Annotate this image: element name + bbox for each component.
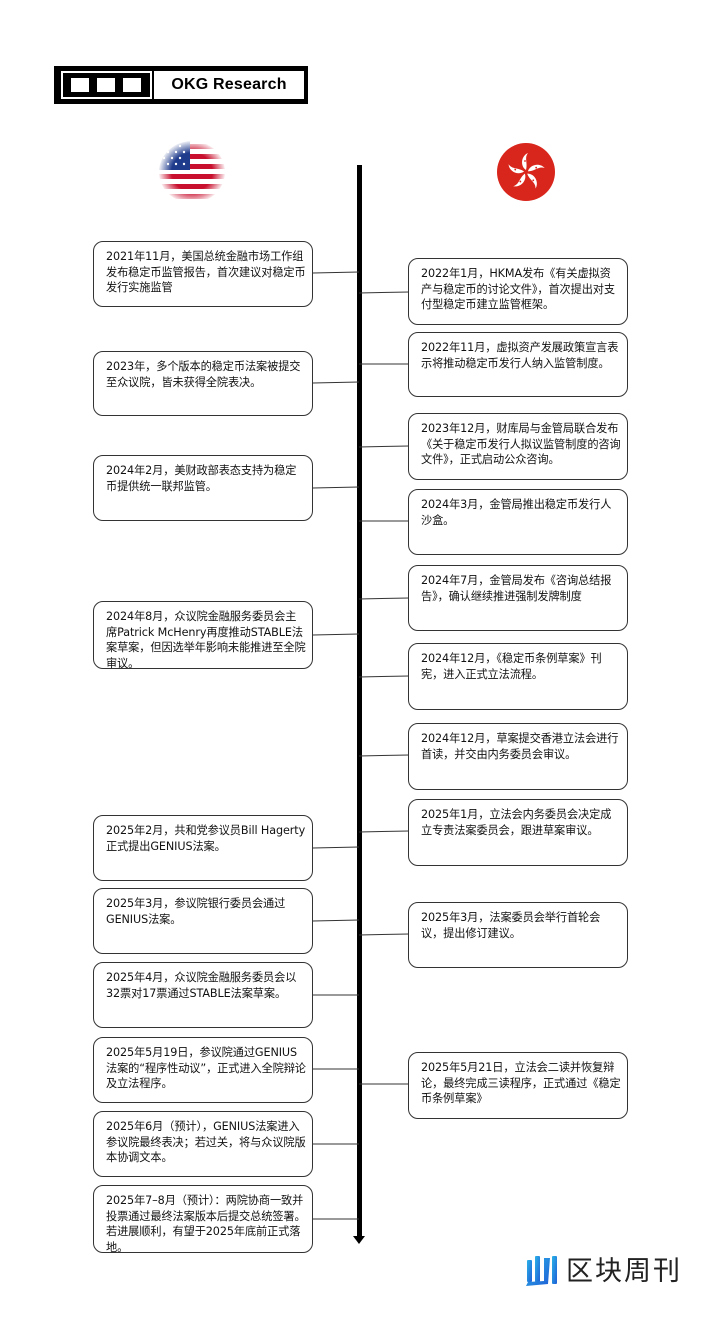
event-text: 2025年1月，立法会内务委员会决定成立专责法案委员会，跟进草案审议。 bbox=[421, 808, 612, 837]
event-text: 2025年7–8月（预计）：两院协商一致并投票通过最终法案版本后提交总统签署。若… bbox=[106, 1194, 306, 1253]
us-event-card: 2024年2月，美财政部表态支持为稳定币提供统一联邦监管。 bbox=[93, 455, 313, 521]
us-event-card: 2021年11月，美国总统金融市场工作组发布稳定币监管报告，首次建议对稳定币发行… bbox=[93, 241, 313, 307]
okg-mark-icon bbox=[61, 71, 152, 99]
event-text: 2023年12月，财库局与金管局联合发布《关于稳定币发行人拟议监管制度的咨询文件… bbox=[421, 422, 621, 466]
hk-event-card: 2025年1月，立法会内务委员会决定成立专责法案委员会，跟进草案审议。 bbox=[408, 799, 628, 866]
event-text: 2024年3月，金管局推出稳定币发行人沙盒。 bbox=[421, 498, 612, 527]
us-flag-icon bbox=[158, 140, 226, 204]
hk-event-card: 2023年12月，财库局与金管局联合发布《关于稳定币发行人拟议监管制度的咨询文件… bbox=[408, 413, 628, 480]
event-text: 2022年1月，HKMA发布《有关虚拟资产与稳定币的讨论文件》，首次提出对支付型… bbox=[421, 267, 615, 311]
connector-right-3 bbox=[358, 445, 410, 448]
connector-left-3 bbox=[312, 486, 360, 489]
event-text: 2024年8月，众议院金融服务委员会主席Patrick McHenry再度推动S… bbox=[106, 610, 306, 669]
us-event-card: 2024年8月，众议院金融服务委员会主席Patrick McHenry再度推动S… bbox=[93, 601, 313, 669]
event-text: 2025年5月21日，立法会二读并恢复辩论，最终完成三读程序，正式通过《稳定币条… bbox=[421, 1061, 621, 1105]
logo-text: OKG Research bbox=[171, 76, 287, 93]
event-text: 2024年2月，美财政部表态支持为稳定币提供统一联邦监管。 bbox=[106, 464, 297, 493]
connector-right-8 bbox=[358, 830, 410, 833]
event-text: 2022年11月，虚拟资产发展政策宣言表示将推动稳定币发行人纳入监管制度。 bbox=[421, 341, 619, 370]
connector-left-6 bbox=[312, 919, 360, 922]
connector-right-7 bbox=[358, 754, 410, 757]
timeline-axis bbox=[357, 165, 362, 1237]
hk-event-card: 2024年12月，《稳定币条例草案》刊宪，进入正式立法流程。 bbox=[408, 643, 628, 710]
hk-event-card: 2025年5月21日，立法会二读并恢复辩论，最终完成三读程序，正式通过《稳定币条… bbox=[408, 1052, 628, 1119]
connector-right-5 bbox=[358, 597, 410, 600]
hk-event-card: 2024年12月，草案提交香港立法会进行首读，并交由内务委员会审议。 bbox=[408, 723, 628, 790]
blockweekly-logo-icon bbox=[526, 1256, 557, 1286]
event-text: 2025年3月，法案委员会举行首轮会议，提出修订建议。 bbox=[421, 911, 601, 940]
connector-right-6 bbox=[358, 675, 410, 678]
us-event-card: 2025年6月（预计），GENIUS法案进入参议院最终表决；若过关，将与众议院版… bbox=[93, 1111, 313, 1177]
okg-research-logo: OKG Research bbox=[54, 66, 308, 104]
event-text: 2024年7月，金管局发布《咨询总结报告》，确认继续推进强制发牌制度 bbox=[421, 574, 612, 603]
event-text: 2025年2月，共和党参议员Bill Hagerty正式提出GENIUS法案。 bbox=[106, 824, 306, 853]
event-text: 2023年，多个版本的稳定币法案被提交至众议院，皆未获得全院表决。 bbox=[106, 360, 301, 389]
hk-event-card: 2024年3月，金管局推出稳定币发行人沙盒。 bbox=[408, 489, 628, 555]
hk-event-card: 2024年7月，金管局发布《咨询总结报告》，确认继续推进强制发牌制度 bbox=[408, 565, 628, 631]
us-event-card: 2025年5月19日，参议院通过GENIUS法案的“程序性动议”，正式进入全院辩… bbox=[93, 1037, 313, 1103]
event-text: 2025年3月，参议院银行委员会通过GENIUS法案。 bbox=[106, 897, 286, 926]
connector-right-1 bbox=[358, 291, 410, 294]
event-text: 2024年12月，《稳定币条例草案》刊宪，进入正式立法流程。 bbox=[421, 652, 602, 681]
event-text: 2025年4月，众议院金融服务委员会以32票对17票通过STABLE法案草案。 bbox=[106, 971, 297, 1000]
hk-event-card: 2025年3月，法案委员会举行首轮会议，提出修订建议。 bbox=[408, 902, 628, 968]
event-text: 2021年11月，美国总统金融市场工作组发布稳定币监管报告，首次建议对稳定币发行… bbox=[106, 250, 306, 294]
event-text: 2025年5月19日，参议院通过GENIUS法案的“程序性动议”，正式进入全院辩… bbox=[106, 1046, 306, 1090]
connector-left-2 bbox=[312, 381, 360, 384]
watermark-text: 区块周刊 bbox=[566, 1256, 682, 1287]
us-event-card: 2025年4月，众议院金融服务委员会以32票对17票通过STABLE法案草案。 bbox=[93, 962, 313, 1028]
us-event-card: 2025年3月，参议院银行委员会通过GENIUS法案。 bbox=[93, 888, 313, 954]
connector-left-5 bbox=[312, 846, 360, 849]
hong-kong-flag-icon bbox=[497, 143, 555, 201]
us-event-card: 2025年7–8月（预计）：两院协商一致并投票通过最终法案版本后提交总统签署。若… bbox=[93, 1185, 313, 1253]
connector-left-1 bbox=[312, 271, 360, 274]
event-text: 2024年12月，草案提交香港立法会进行首读，并交由内务委员会审议。 bbox=[421, 732, 619, 761]
hk-event-card: 2022年1月，HKMA发布《有关虚拟资产与稳定币的讨论文件》，首次提出对支付型… bbox=[408, 258, 628, 325]
blockweekly-watermark: 区块周刊 bbox=[524, 1252, 710, 1292]
us-event-card: 2025年2月，共和党参议员Bill Hagerty正式提出GENIUS法案。 bbox=[93, 815, 313, 881]
event-text: 2025年6月（预计），GENIUS法案进入参议院最终表决；若过关，将与众议院版… bbox=[106, 1120, 306, 1164]
us-event-card: 2023年，多个版本的稳定币法案被提交至众议院，皆未获得全院表决。 bbox=[93, 351, 313, 416]
connector-right-9 bbox=[358, 933, 410, 936]
timeline-arrow-icon bbox=[353, 1236, 365, 1244]
connector-left-4 bbox=[312, 633, 360, 636]
hk-event-card: 2022年11月，虚拟资产发展政策宣言表示将推动稳定币发行人纳入监管制度。 bbox=[408, 332, 628, 397]
